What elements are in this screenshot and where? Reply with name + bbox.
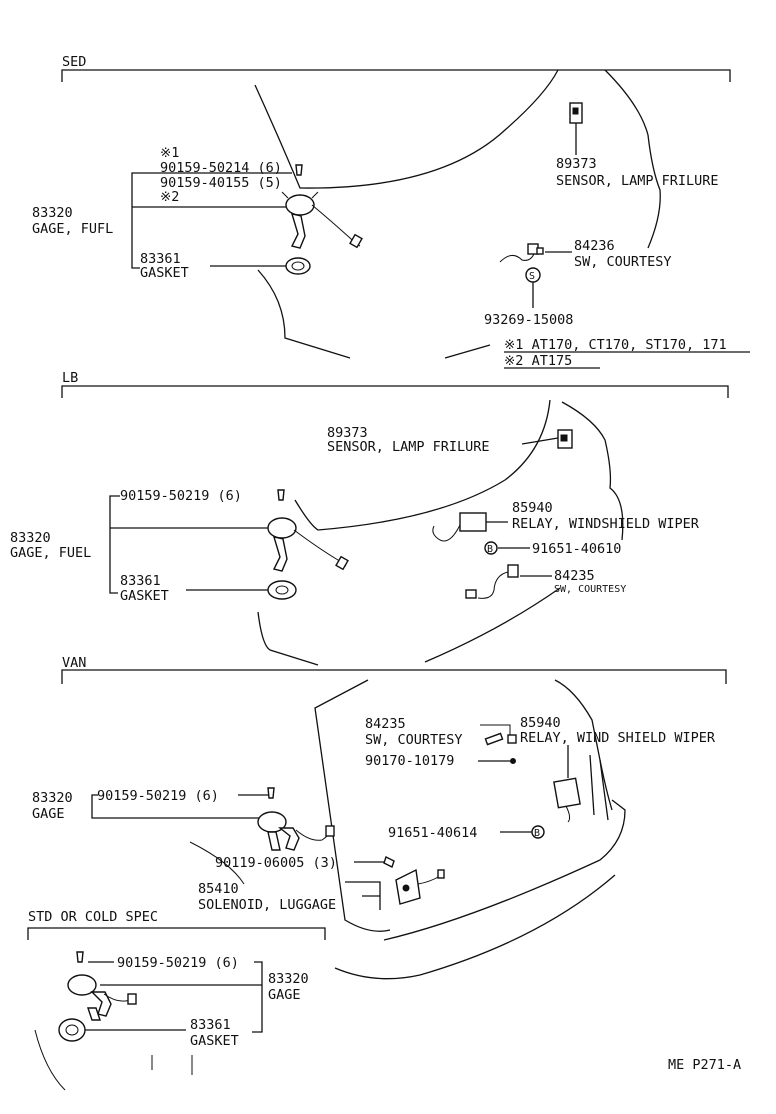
switch-number-van: 84235 [365, 716, 406, 732]
sensor-number-lb: 89373 [327, 425, 368, 441]
gage-number-van: 83320 [32, 790, 73, 806]
gasket-number-lb: 83361 [120, 573, 161, 589]
solenoid-illustration-van [395, 868, 445, 905]
body-outline-van-low [334, 874, 616, 980]
footnote-2: ※2 AT175 [504, 353, 572, 369]
sensor-name-sed: SENSOR, LAMP FRILURE [556, 173, 719, 189]
body-outline-sed-bottom [257, 269, 351, 359]
section-bracket-sed [61, 69, 731, 82]
solenoid-name-van: SOLENOID, LUGGAGE [198, 897, 336, 913]
switch-name-sed: SW, COURTESY [574, 254, 672, 270]
gasket-number-std: 83361 [190, 1017, 231, 1033]
sensor-illustration-lb [521, 429, 573, 449]
fuel-gage-illustration-lb [267, 489, 349, 572]
body-outline-lb-right [561, 401, 624, 541]
fuel-gage-illustration-sed [281, 164, 363, 249]
gage-bracket-sed [131, 172, 158, 269]
bolt-part-a: 90159-50214 (6) [160, 160, 282, 176]
gasket-illustration-sed [285, 257, 311, 275]
relay-name-lb: RELAY, WINDSHIELD WIPER [512, 516, 700, 532]
section-bracket-van [61, 669, 727, 684]
screw-marker-sed: S [529, 271, 535, 282]
relay-number-van: 85940 [520, 715, 561, 731]
courtesy-switch-illustration-van [480, 724, 517, 746]
gage-bracket-std [252, 961, 263, 1033]
switch-name-lb: SW, COURTESY [554, 584, 626, 595]
note-mark-2: ※2 [160, 189, 179, 205]
bolt-part-std: 90159-50219 (6) [117, 955, 239, 971]
gasket-name-std: GASKET [190, 1033, 239, 1049]
gasket-illustration-std [58, 1018, 86, 1042]
gage-number-lb: 83320 [10, 530, 51, 546]
relay-number-lb: 85940 [512, 500, 553, 516]
gasket-name-lb: GASKET [120, 588, 169, 604]
body-outline-lb [294, 399, 551, 531]
body-outline-lb-bottom [257, 611, 319, 666]
bolt-marker-van [531, 825, 545, 839]
section-lb: LB 89373 SENSOR, LAMP FRILURE 90159-5021… [10, 370, 729, 666]
bolt-part-b: 90159-40155 (5) [160, 175, 282, 191]
gasket-number-sed: 83361 [140, 251, 181, 267]
bolt-marker-lb [484, 541, 498, 555]
switch-number-lb: 84235 [554, 568, 595, 584]
gasket-name-sed: GASKET [140, 265, 189, 281]
section-std: STD OR COLD SPEC 90159-50219 (6) 83320 G… [27, 909, 326, 1091]
fuel-gage-illustration-van [257, 787, 335, 851]
gage-bracket-lb [109, 495, 120, 594]
screw-number-van: 91651-40614 [388, 825, 477, 841]
fuel-gage-illustration-std [67, 951, 137, 1021]
sensor-name-lb: SENSOR, LAMP FRILURE [327, 439, 490, 455]
clip-number-van: 90170-10179 [365, 753, 454, 769]
body-outline-lb-bottom2 [424, 587, 561, 663]
bolt-part-van: 90159-50219 (6) [97, 788, 219, 804]
page-code: ME P271-A [668, 1057, 741, 1073]
section-van: VAN 84235 SW, COURTESY 85940 RELAY, WIND… [32, 655, 727, 980]
body-outline-van-right [554, 679, 613, 811]
gage-bracket-van [91, 794, 270, 819]
body-outline-sed-right [604, 69, 661, 249]
gasket-illustration-lb [267, 580, 297, 600]
body-outline-van-bottom [383, 799, 626, 941]
gage-number-std: 83320 [268, 971, 309, 987]
section-bracket-std [27, 927, 326, 940]
screw-number-lb: 91651-40610 [532, 541, 621, 557]
section-label-sed: SED [62, 54, 86, 70]
relay-name-van: RELAY, WIND SHIELD WIPER [520, 730, 716, 746]
bolt-marker-text-van: B [534, 828, 540, 839]
body-outline-sed [254, 69, 559, 189]
courtesy-switch-illustration-lb [465, 564, 552, 599]
courtesy-switch-illustration-sed: S [499, 243, 572, 308]
body-outline-van [314, 679, 391, 932]
note-mark-1: ※1 [160, 145, 179, 161]
gage-number-sed: 83320 [32, 205, 73, 221]
switch-name-van: SW, COURTESY [365, 732, 463, 748]
bolt-marker-text-lb: B [487, 544, 493, 555]
gage-name-van: GAGE [32, 806, 65, 822]
solenoid-number-van: 85410 [198, 881, 239, 897]
section-label-std: STD OR COLD SPEC [28, 909, 158, 925]
gage-name-std: GAGE [268, 987, 301, 1003]
relay-illustration-lb [432, 512, 508, 542]
body-outline-van-side [589, 754, 609, 821]
gage-name-sed: GAGE, FUFL [32, 221, 113, 237]
sensor-number-sed: 89373 [556, 156, 597, 172]
screw2-number-van: 90119-06005 (3) [215, 855, 337, 871]
body-outline-sed-bottom2 [444, 344, 491, 359]
screw-number-sed: 93269-15008 [484, 312, 573, 328]
sensor-illustration-sed [569, 102, 583, 155]
gage-name-lb: GAGE, FUEL [10, 545, 91, 561]
switch-number-sed: 84236 [574, 238, 615, 254]
section-sed: SED ※1 90159-50214 (6) 90159-40155 (5) ※… [32, 54, 750, 369]
footnote-1: ※1 AT170, CT170, ST170, 171 [504, 337, 727, 353]
bolt-part-lb: 90159-50219 (6) [120, 488, 242, 504]
section-bracket-lb [61, 385, 729, 398]
section-label-van: VAN [62, 655, 86, 671]
section-label-lb: LB [62, 370, 78, 386]
relay-illustration-van [553, 745, 581, 823]
